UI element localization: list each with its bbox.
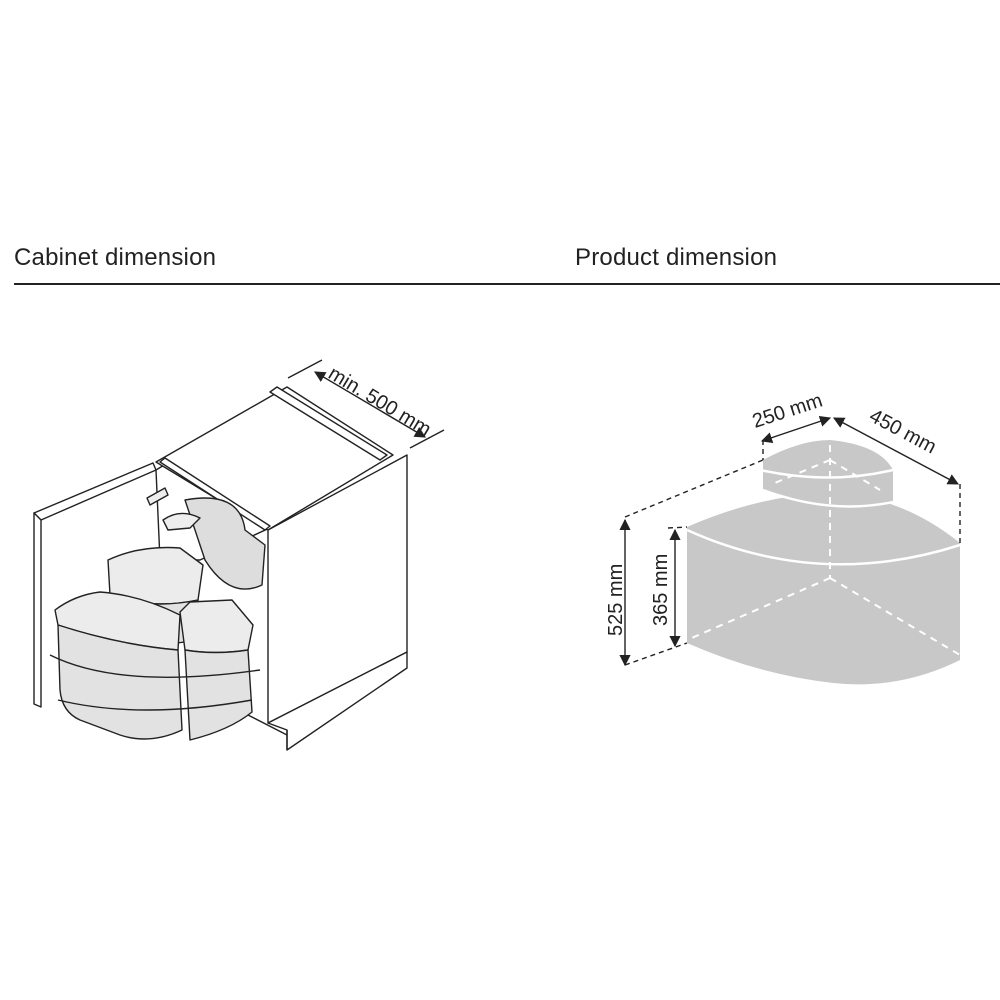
depth-arrow: [833, 417, 959, 485]
cabinet-depth-dimension: [287, 359, 445, 449]
lower-height-label: 365 mm: [650, 554, 672, 626]
top-width-label: 250 mm: [750, 390, 826, 433]
cabinet-dimension-heading: Cabinet dimension: [14, 244, 217, 271]
bin-right: [179, 599, 254, 654]
total-height-label: 525 mm: [605, 564, 627, 636]
heading-divider: [14, 283, 1000, 285]
product-dimension-heading: Product dimension: [575, 244, 778, 271]
depth-label: 450 mm: [866, 405, 940, 458]
top-width-arrow: [760, 415, 832, 444]
product-lower-body: [687, 493, 960, 685]
product-illustration: [619, 415, 961, 685]
cabinet-door: [33, 462, 157, 521]
